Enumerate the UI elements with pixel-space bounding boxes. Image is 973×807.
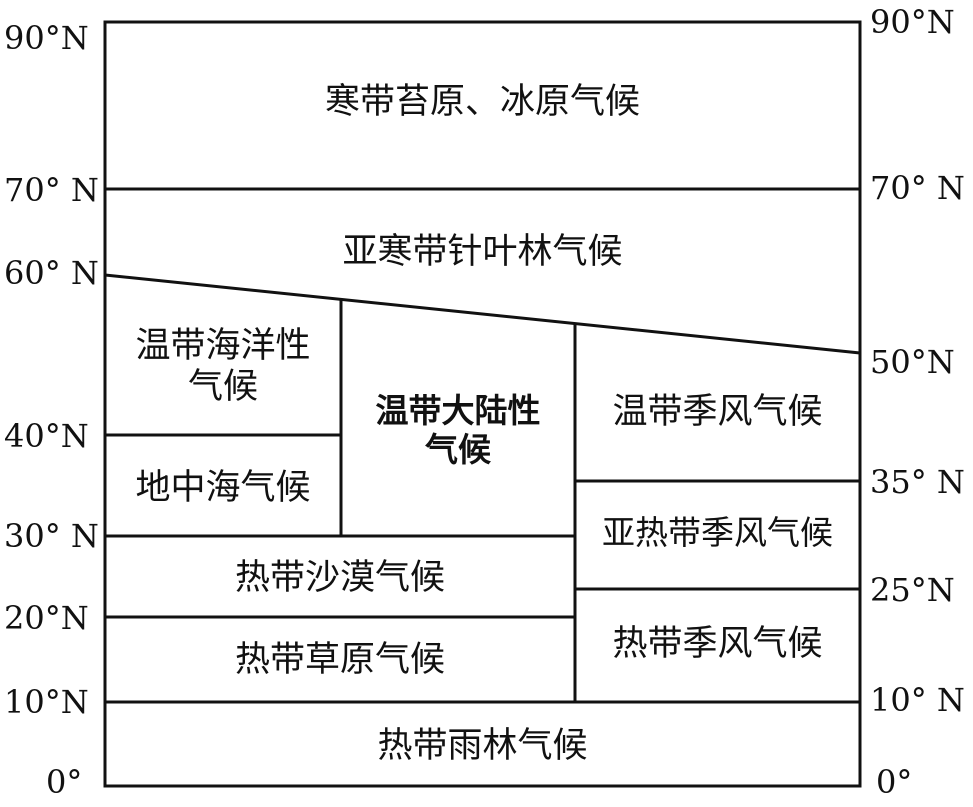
zone-temperate-maritime-line2: 气候 [187,367,258,408]
right-label-35n: 35° N [870,463,965,501]
left-label-40n: 40°N [4,417,89,455]
left-label-90n: 90°N [4,19,89,57]
boundary-west-60n-east-50n [104,273,861,355]
zone-tropical-savanna: 热带草原气候 [234,640,445,680]
zone-temperate-continental: 温带大陆性 气候 [341,391,575,470]
outer-frame [103,20,862,788]
zone-temperate-maritime: 温带海洋性 气候 [105,326,341,409]
zone-subarctic: 亚寒带针叶林气候 [342,232,623,272]
left-label-30n: 30° N [4,517,99,555]
zone-tropical-desert: 热带沙漠气候 [234,558,445,598]
left-label-10n: 10°N [4,683,89,721]
left-label-0: 0° [46,763,83,801]
right-label-10n: 10° N [870,681,965,719]
right-label-0: 0° [876,763,913,801]
left-label-60n: 60° N [4,254,99,292]
zone-temperate-continental-line2: 气候 [425,429,491,469]
zone-polar: 寒带苔原、冰原气候 [324,82,640,122]
zone-temperate-continental-line1: 温带大陆性 [375,391,541,430]
left-label-20n: 20°N [4,599,89,637]
zone-subtropical-monsoon: 亚热带季风气候 [602,513,833,552]
right-label-50n: 50°N [870,343,955,381]
right-label-70n: 70° N [870,169,965,207]
zone-mediterranean: 地中海气候 [135,468,311,508]
zone-tropical-monsoon: 热带季风气候 [612,624,823,664]
zone-temperate-maritime-line1: 温带海洋性 [135,326,311,366]
right-label-25n: 25°N [870,571,955,609]
left-label-70n: 70° N [4,171,99,209]
right-label-90n: 90°N [870,3,955,41]
zone-temperate-monsoon: 温带季风气候 [612,392,823,432]
zone-tropical-rainforest: 热带雨林气候 [377,726,588,766]
